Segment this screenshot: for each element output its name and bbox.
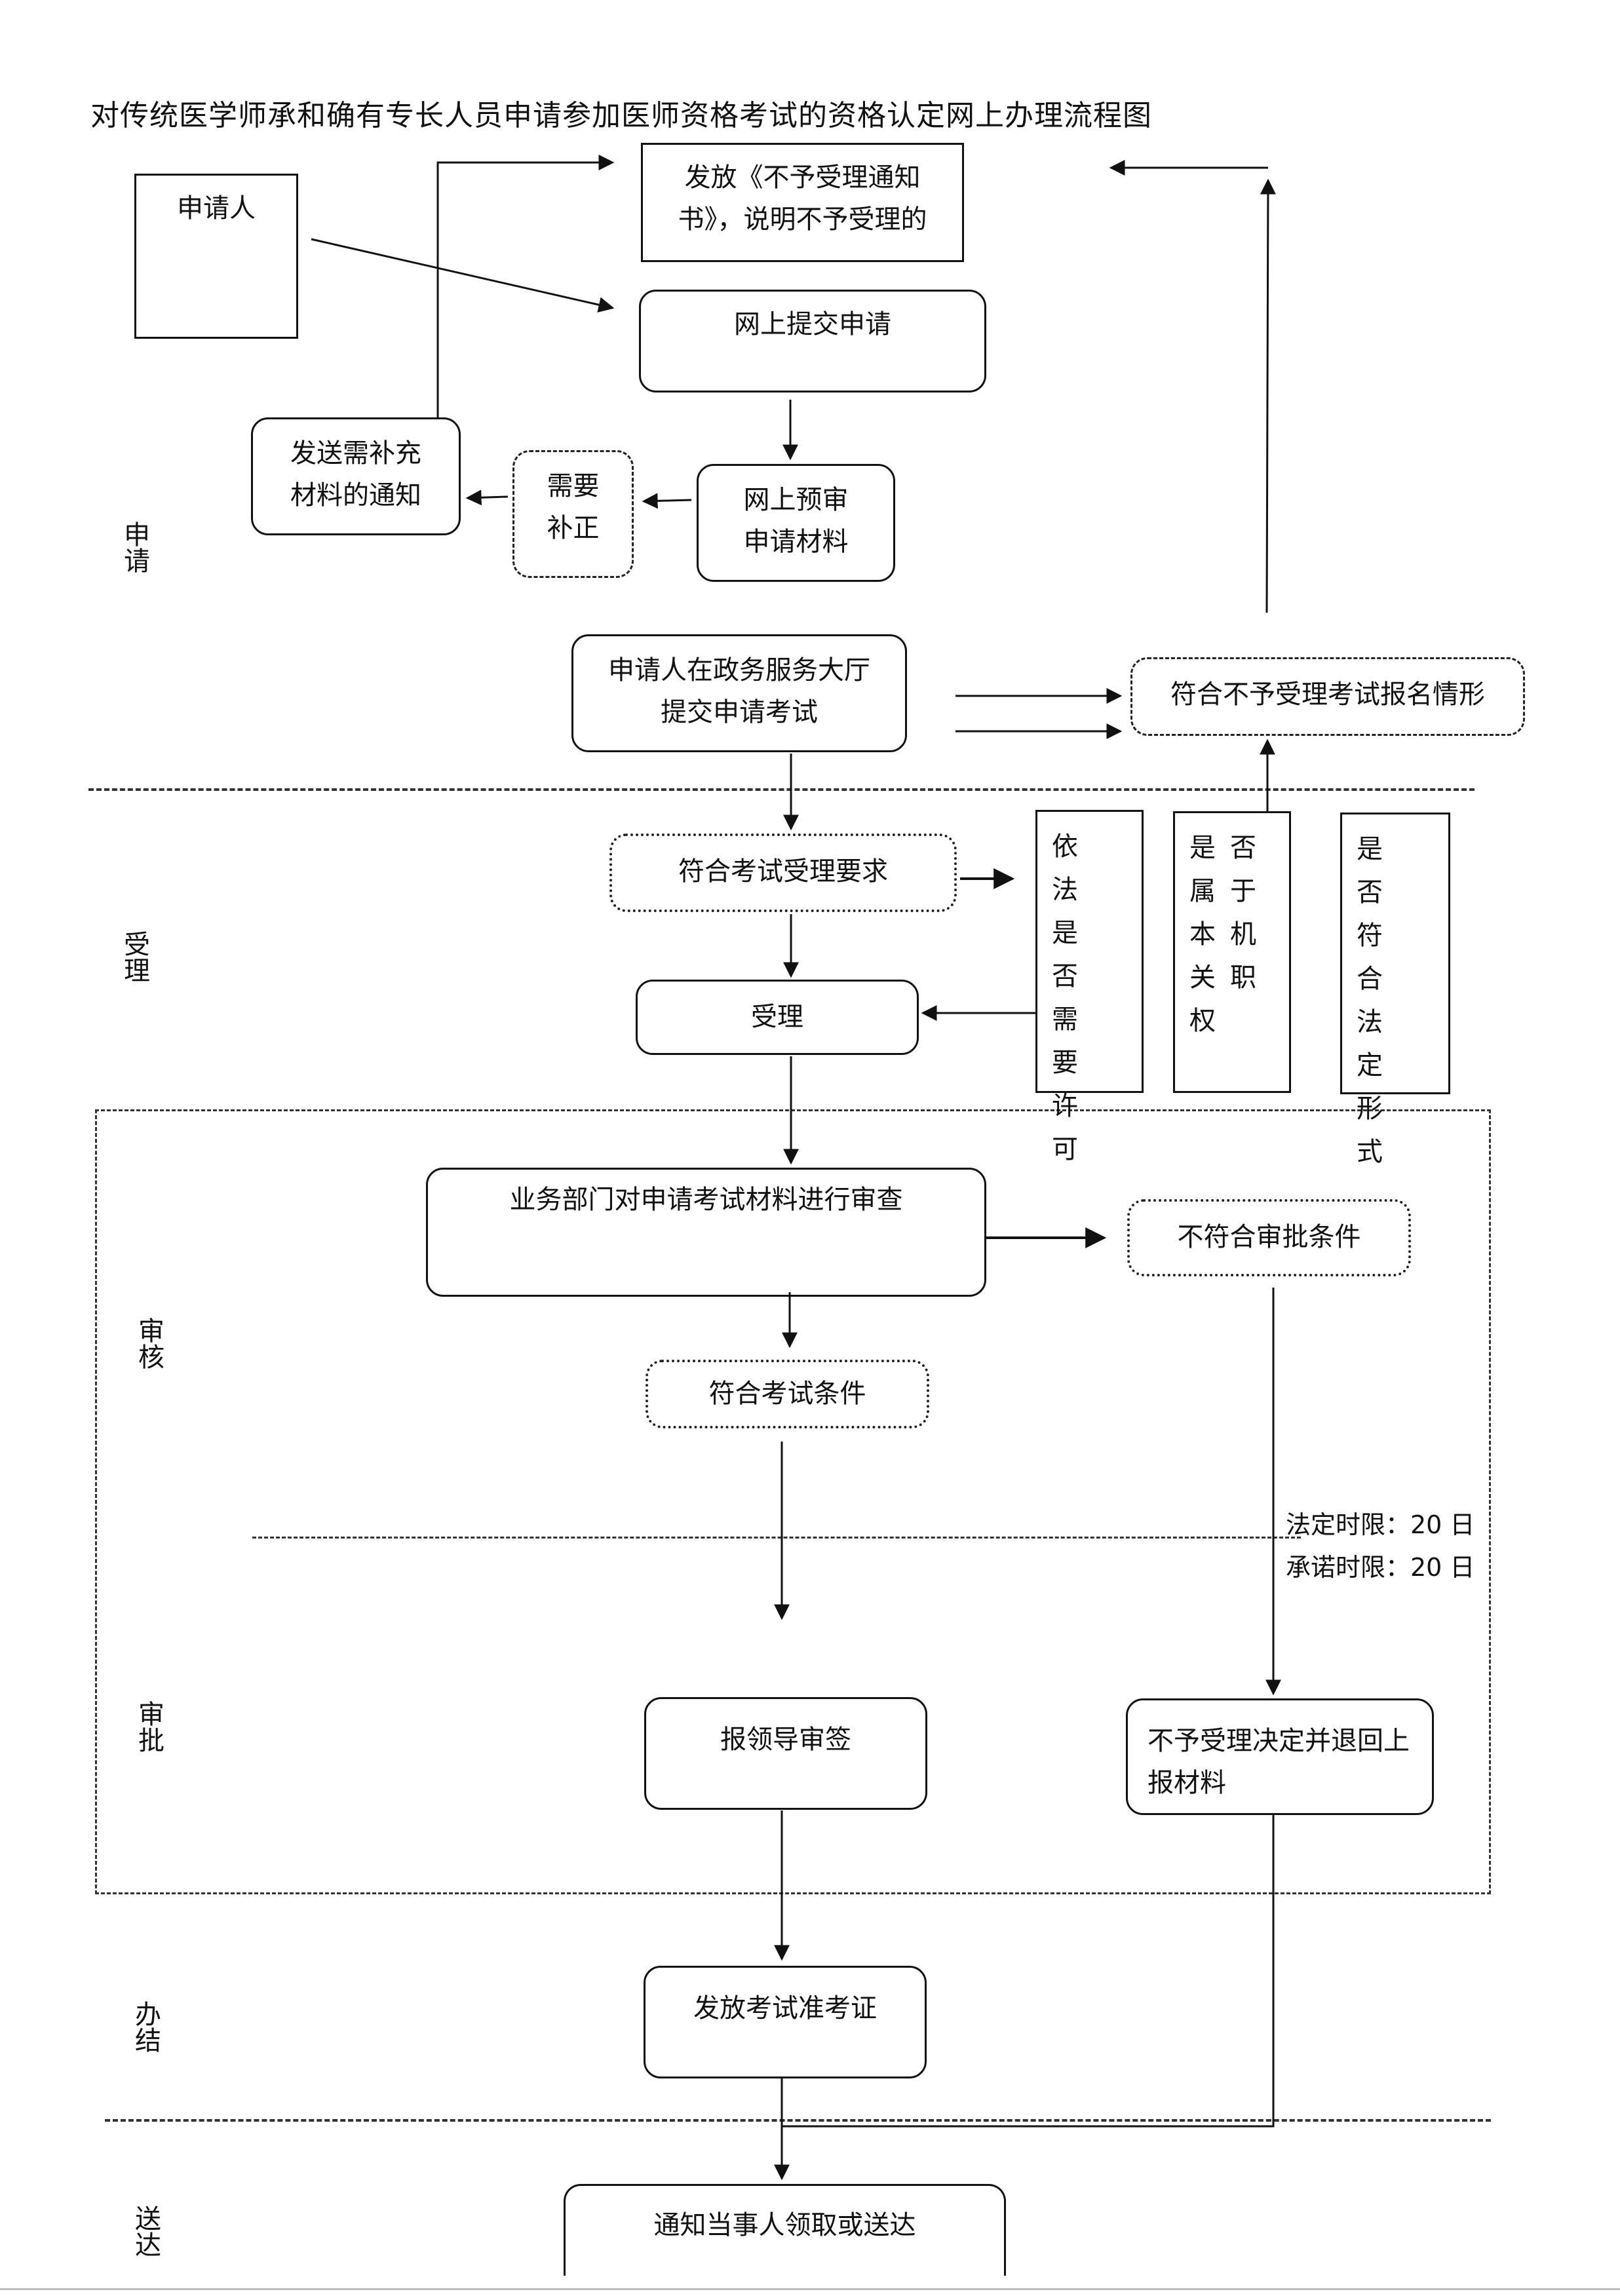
node-send-supplement-notice: 发送需补充材料的通知	[251, 417, 461, 535]
page-bottom-edge	[0, 2288, 1620, 2290]
page-title: 对传统医学师承和确有专长人员申请参加医师资格考试的资格认定网上办理流程图	[90, 99, 1152, 132]
lane-label-conclude: 办结	[130, 2000, 161, 2053]
node-issue-admission-ticket: 发放考试准考证	[644, 1966, 927, 2078]
node-meets-acceptance-requirement: 符合考试受理要求	[609, 833, 957, 912]
node-notify-party: 通知当事人领取或送达	[564, 2184, 1006, 2276]
arrow-applicant-to-submit	[311, 238, 615, 313]
promised-deadline: 承诺时限：20 日	[1286, 1553, 1475, 1582]
arrow-supplement-to-notice	[436, 155, 615, 417]
arrow-prereview-to-correction	[642, 493, 692, 509]
lane-label-approve: 审批	[134, 1700, 164, 1753]
node-online-submit: 网上提交申请	[639, 290, 986, 392]
lane-label-deliver: 送达	[130, 2205, 161, 2257]
node-meets-rejection-case: 符合不予受理考试报名情形	[1130, 657, 1525, 736]
arrow-rejection-up	[1260, 178, 1276, 613]
node-issue-rejection-notice: 发放《不予受理通知书》，说明不予受理的	[641, 143, 964, 262]
node-check-form: 是否符合法定形式	[1340, 813, 1450, 1167]
legal-deadline: 法定时限：20 日	[1286, 1510, 1475, 1539]
node-leader-sign: 报领导审签	[644, 1697, 927, 1810]
node-not-meet-approval: 不符合审批条件	[1127, 1199, 1411, 1276]
node-check-authority: 是否属于本机关职权	[1173, 811, 1291, 1093]
lane-label-apply: 申请	[119, 521, 149, 573]
lane-separator	[252, 1537, 1301, 1539]
node-check-permit: 依法是否需要许可	[1035, 810, 1144, 1164]
node-applicant: 申请人	[134, 174, 298, 339]
node-reject-return: 不予受理决定并退回上报材料	[1126, 1698, 1434, 1815]
arrow-correction-to-supplement	[465, 489, 509, 506]
lane-label-review: 审核	[134, 1317, 164, 1369]
node-department-review: 业务部门对申请考试材料进行审查	[426, 1168, 986, 1297]
node-hall-submit: 申请人在政务服务大厅提交申请考试	[571, 634, 907, 752]
lane-separator	[105, 2119, 1491, 2122]
node-needs-correction: 需要补正	[512, 450, 634, 578]
lane-separator	[88, 788, 1475, 791]
node-accept: 受理	[636, 980, 919, 1055]
node-meets-exam-conditions: 符合考试条件	[646, 1360, 929, 1428]
lane-label-accept: 受理	[119, 930, 149, 983]
node-online-pre-review: 网上预审申请材料	[697, 464, 895, 582]
